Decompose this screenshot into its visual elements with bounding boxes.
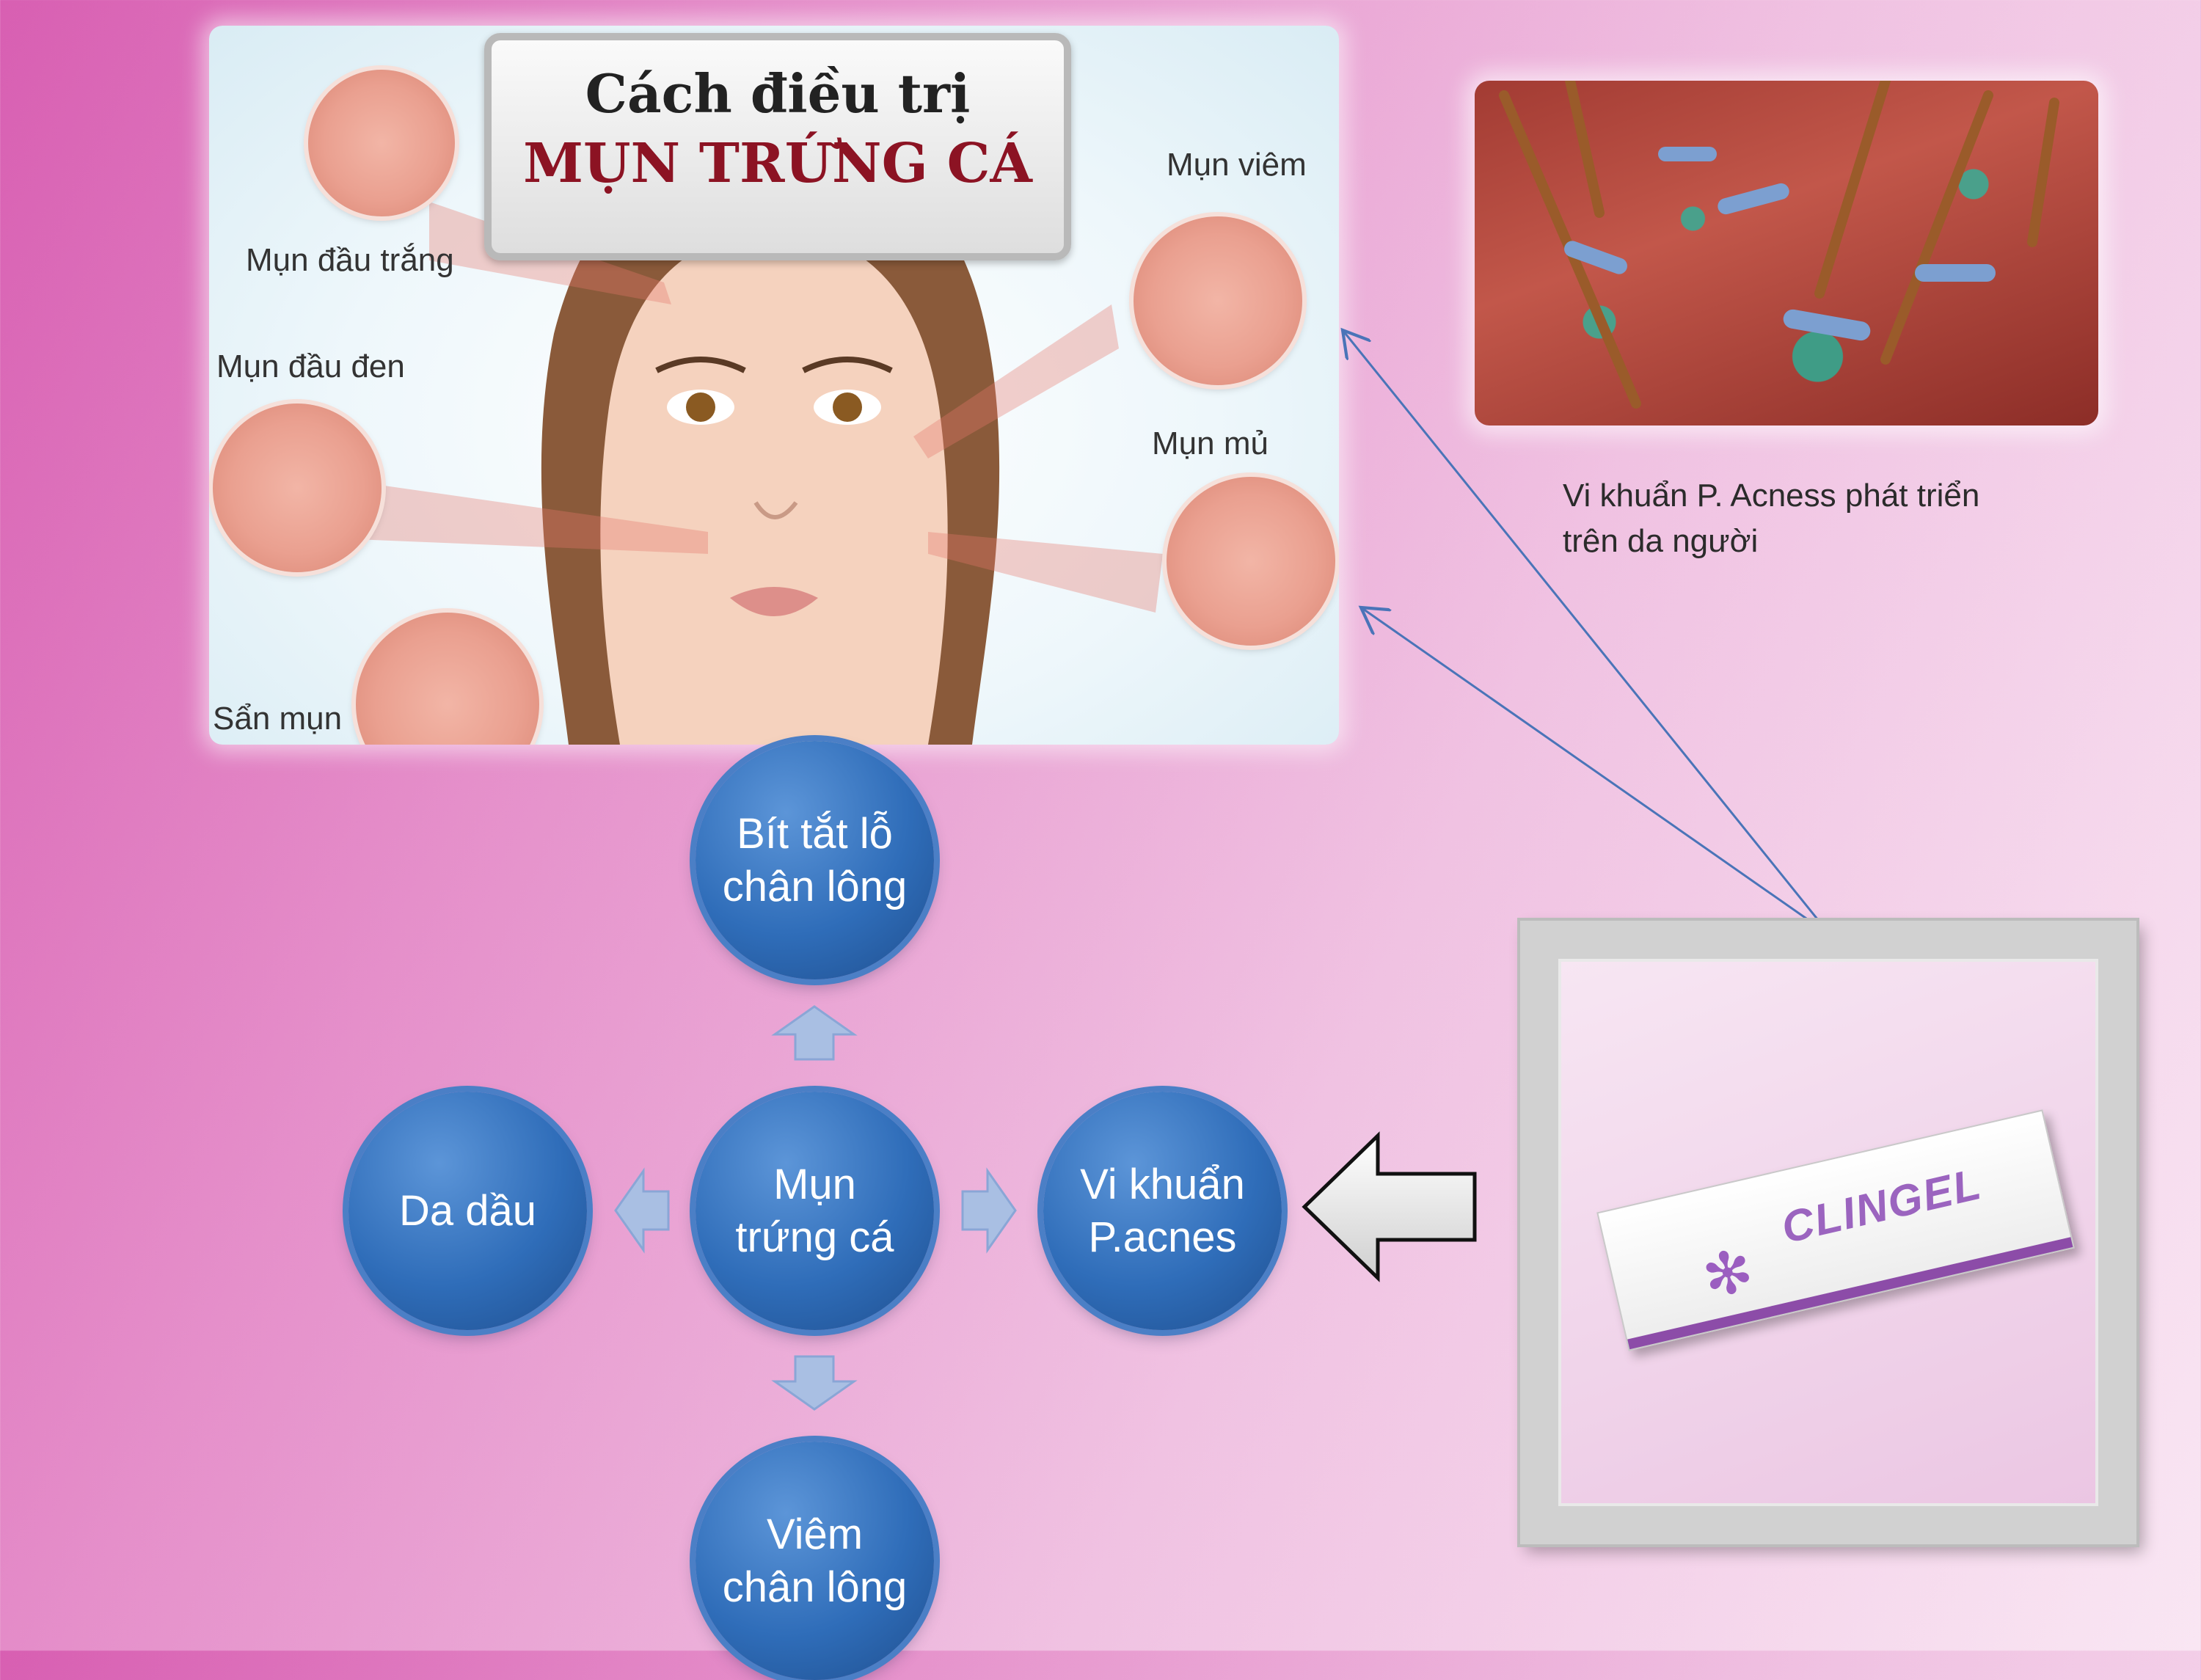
label-whitehead: Mụn đầu trắng <box>246 242 454 278</box>
face-illustration <box>348 136 1163 745</box>
whitehead-zoom <box>308 70 455 216</box>
node-p-acnes-bacteria: Vi khuẩn P.acnes <box>1043 1092 1282 1330</box>
bacteria-photo <box>1475 81 2098 426</box>
bacteria-caption: Vi khuẩn P. Acness phát triển trên da ng… <box>1563 473 2062 564</box>
pointer-line-upper <box>1343 330 1832 936</box>
blackhead-zoom <box>213 403 382 572</box>
node-clogged-pores: Bít tắt lỗ chân lông <box>696 741 934 979</box>
product-brand-name: CLINGEL <box>1777 1158 1987 1253</box>
acne-illustration: Cách điều trị MỤN TRỨNG CÁ Mụn đầu trắng… <box>209 26 1339 745</box>
title-plate: Cách điều trị MỤN TRỨNG CÁ <box>484 33 1071 260</box>
connector-arrow-down <box>771 1355 858 1411</box>
label-inflamed: Mụn viêm <box>1167 147 1307 183</box>
connector-arrow-right <box>961 1167 1017 1254</box>
label-papule: Sẩn mụn <box>213 701 343 737</box>
connector-arrow-left <box>614 1167 670 1254</box>
inflamed-zoom <box>1134 216 1302 385</box>
title-line-1: Cách điều trị <box>585 62 971 125</box>
pointer-line-lower <box>1361 607 1831 937</box>
bacteria-caption-line-1: Vi khuẩn P. Acness phát triển <box>1563 478 1980 514</box>
label-pustule: Mụn mủ <box>1152 426 1269 461</box>
flower-icon: ✻ <box>1696 1236 1759 1311</box>
hair-strands <box>1499 81 2059 409</box>
pustule-zoom <box>1167 477 1335 646</box>
bacteria-caption-line-2: trên da người <box>1563 523 1759 559</box>
treatment-arrow <box>1302 1131 1477 1282</box>
connector-arrow-up <box>771 1005 858 1061</box>
node-oily-skin: Da dầu <box>348 1092 587 1330</box>
label-blackhead: Mụn đầu đen <box>216 348 405 384</box>
node-acne-center: Mụn trứng cá <box>696 1092 934 1330</box>
title-line-2: MỤN TRỨNG CÁ <box>523 132 1032 195</box>
node-folliculitis: Viêm chân lông <box>696 1442 934 1680</box>
